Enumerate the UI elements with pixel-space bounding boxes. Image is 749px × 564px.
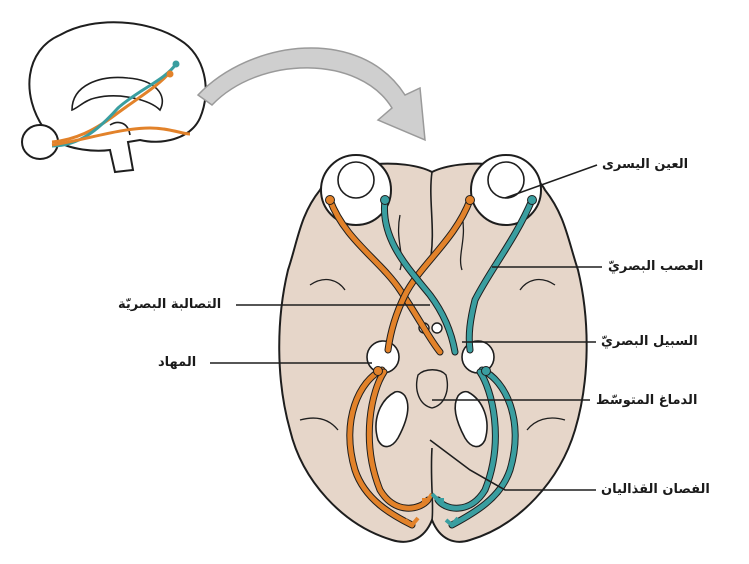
- sagittal-node-orange: [166, 70, 174, 78]
- right-ventricle: [454, 390, 488, 448]
- orange-node-eye: [325, 195, 335, 205]
- sagittal-node-teal: [172, 60, 180, 68]
- leader-occipital: [429, 439, 596, 491]
- teal-node-eye: [380, 195, 390, 205]
- sulcus-left-1: [309, 278, 346, 291]
- orange-end-1: [403, 516, 420, 528]
- sulcus-right-1: [519, 278, 556, 291]
- label-midbrain: الدماغ المتوسّط: [596, 393, 698, 408]
- sulcus-right-2: [526, 417, 566, 431]
- right-eye-cornea: [337, 161, 375, 199]
- longitudinal-fissure-front: [429, 171, 434, 263]
- orange-end-2: [422, 492, 434, 502]
- transition-arrow: [196, 47, 426, 142]
- sulcus-left-2: [299, 417, 339, 431]
- label-left-eye: العين اليسرى: [602, 157, 689, 172]
- axial-brain: [278, 154, 588, 543]
- label-optic-nerve: العصب البصريّ: [608, 259, 704, 274]
- axial-brain-outline: [278, 162, 588, 543]
- label-occipital-lobes: الفصان القذاليان: [601, 482, 710, 497]
- sagittal-brain-outline: [28, 21, 207, 174]
- sagittal-corpus-callosum: [71, 76, 163, 112]
- label-optic-tract: السبيل البصريّ: [601, 334, 698, 349]
- sagittal-pathway-left: [51, 71, 172, 144]
- leader-lines: [210, 164, 602, 491]
- leader-left-eye: [504, 164, 598, 199]
- mammillary-body-right: [431, 322, 443, 334]
- label-optic-chiasm: التصالبة البصريّة: [118, 297, 222, 312]
- left-visual-pathway-orange: [326, 196, 474, 529]
- left-ventricle: [375, 390, 409, 448]
- teal-end-1: [444, 516, 460, 528]
- label-thalamus: المهاد: [158, 355, 197, 370]
- right-visual-pathway-teal: [380, 196, 536, 529]
- teal-end-2: [430, 492, 444, 502]
- midbrain: [415, 369, 449, 409]
- orange-node-eye-2: [465, 195, 475, 205]
- sulcus-front-left: [397, 214, 403, 271]
- longitudinal-fissure-back: [430, 447, 434, 521]
- sagittal-inset: [21, 21, 207, 174]
- sagittal-brainstem: [109, 121, 131, 136]
- sagittal-pathway-left-b: [51, 126, 191, 147]
- teal-node-thalamus: [481, 366, 491, 376]
- orange-node-thalamus: [373, 366, 383, 376]
- teal-node-eye-2: [527, 195, 537, 205]
